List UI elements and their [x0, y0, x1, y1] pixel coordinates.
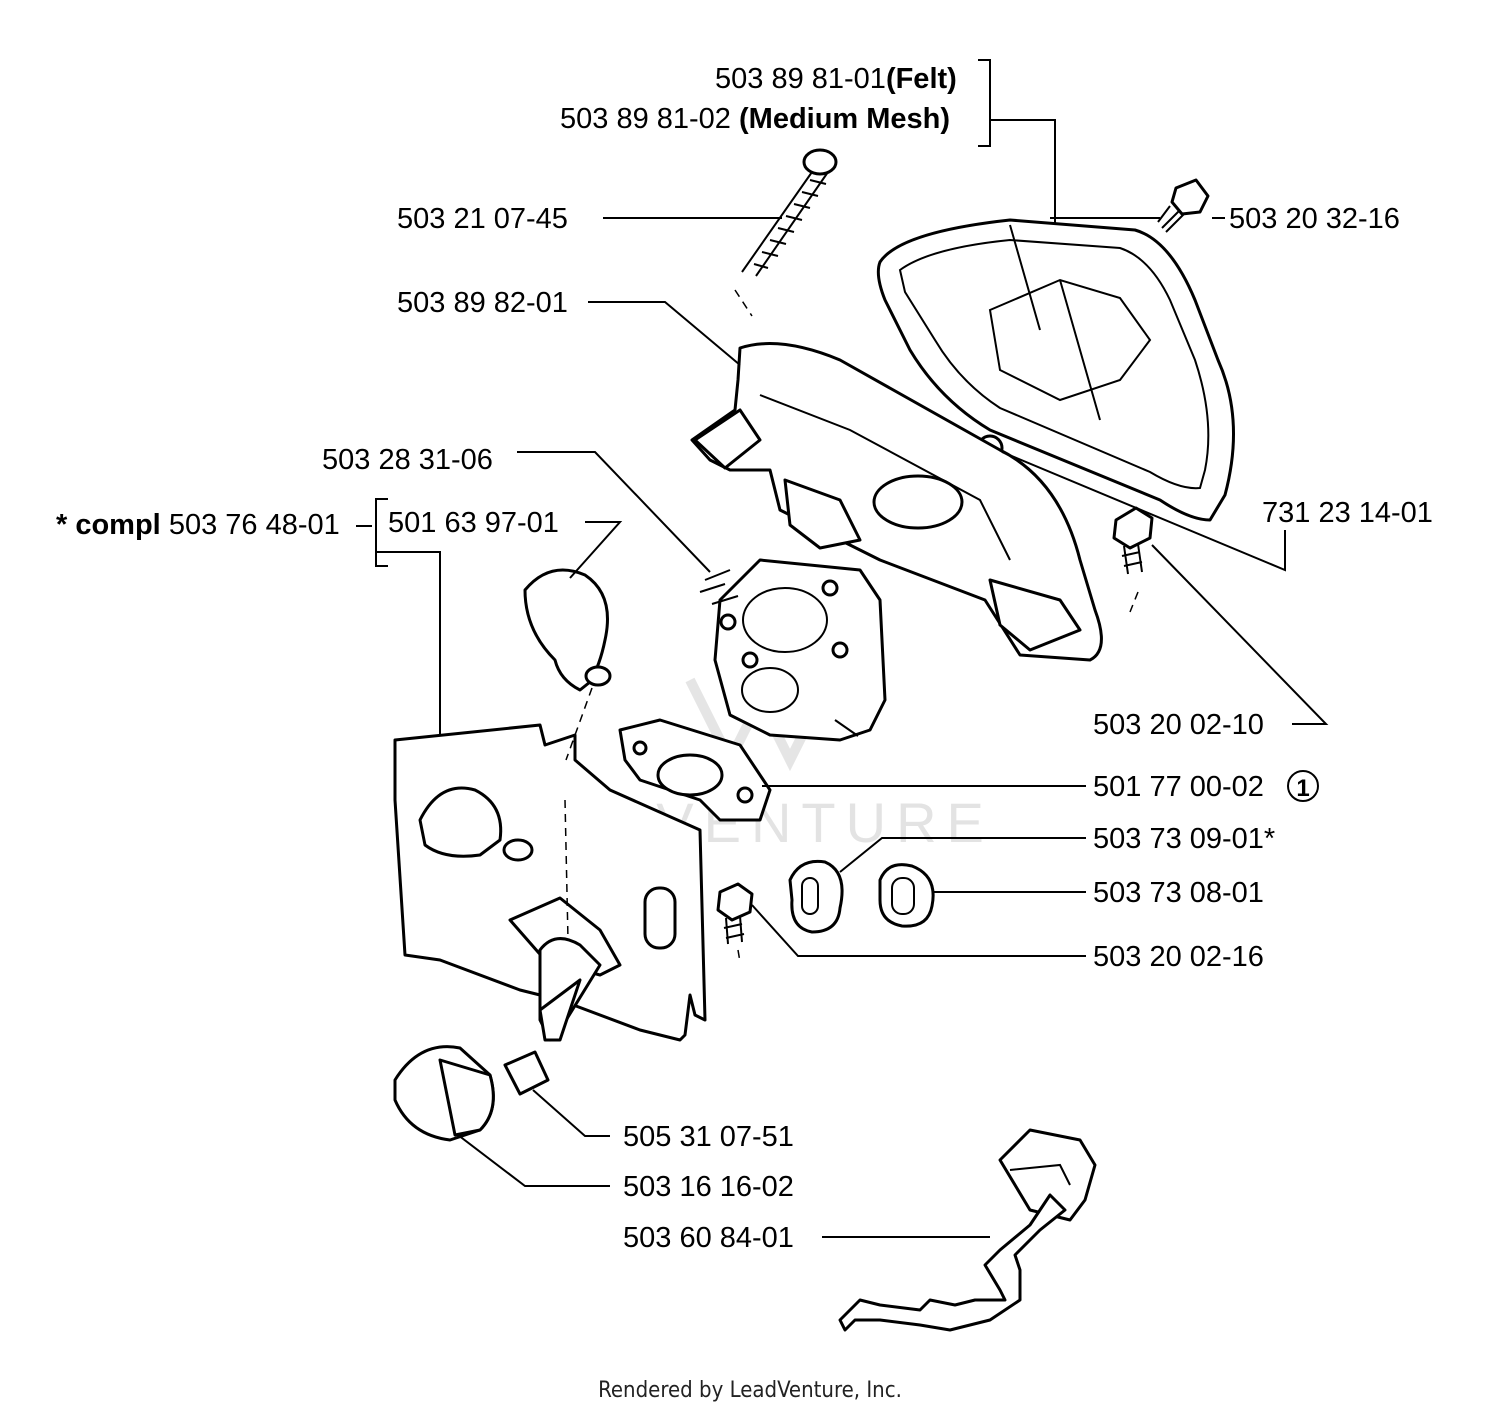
label-grommet-b: 503 73 08-01 [1093, 877, 1264, 909]
label-filter-holder: 503 89 82-01 [397, 287, 568, 319]
filter-holder [690, 342, 1103, 662]
grommet-b [878, 863, 935, 928]
footer-credit: Rendered by LeadVenture, Inc. [598, 1378, 902, 1403]
long-screw [734, 148, 838, 317]
label-throttle-rod: 503 60 84-01 [623, 1222, 794, 1254]
label-choke-knob: 503 16 16-02 [623, 1171, 794, 1203]
label-air-filter-mesh: 503 89 81-02 (Medium Mesh) [560, 103, 950, 135]
label-bushing: 505 31 07-51 [623, 1121, 794, 1153]
label-grommet-a: 503 73 09-01* [1093, 823, 1275, 855]
grommet-a [788, 859, 844, 934]
label-carburetor: 503 28 31-06 [322, 444, 493, 476]
gasket-reference-number: 1 [1296, 775, 1309, 802]
label-gasket: 501 77 00-02 [1093, 771, 1264, 803]
label-holder-bolt: 503 20 02-10 [1093, 709, 1264, 741]
gasket-reference-badge: 1 [1287, 770, 1319, 802]
label-plate-bolt: 503 20 02-16 [1093, 941, 1264, 973]
cover-screw [1157, 178, 1210, 233]
air-filter-cover [876, 218, 1236, 522]
label-pump-bulb: 501 63 97-01 [388, 507, 559, 539]
carburetor [699, 558, 887, 742]
throttle-rod [838, 1128, 1097, 1332]
choke-shaft [538, 937, 602, 1042]
label-cover-screw: 503 20 32-16 [1229, 203, 1400, 235]
plate-bolt [716, 882, 754, 963]
label-nut: 731 23 14-01 [1262, 497, 1433, 529]
label-long-screw: 503 21 07-45 [397, 203, 568, 235]
label-complete-kit: * compl 503 76 48-01 [56, 509, 340, 541]
leader-lines [356, 59, 1329, 1238]
holder-bolt [1112, 506, 1154, 613]
gasket [618, 718, 772, 822]
label-air-filter-felt: 503 89 81-01(Felt) [715, 63, 957, 95]
pump-bulb [523, 568, 612, 692]
part-labels: 503 89 81-01(Felt) 503 89 81-02 (Medium … [56, 63, 1433, 1254]
bushing [503, 1050, 550, 1096]
choke-knob [393, 1045, 495, 1142]
